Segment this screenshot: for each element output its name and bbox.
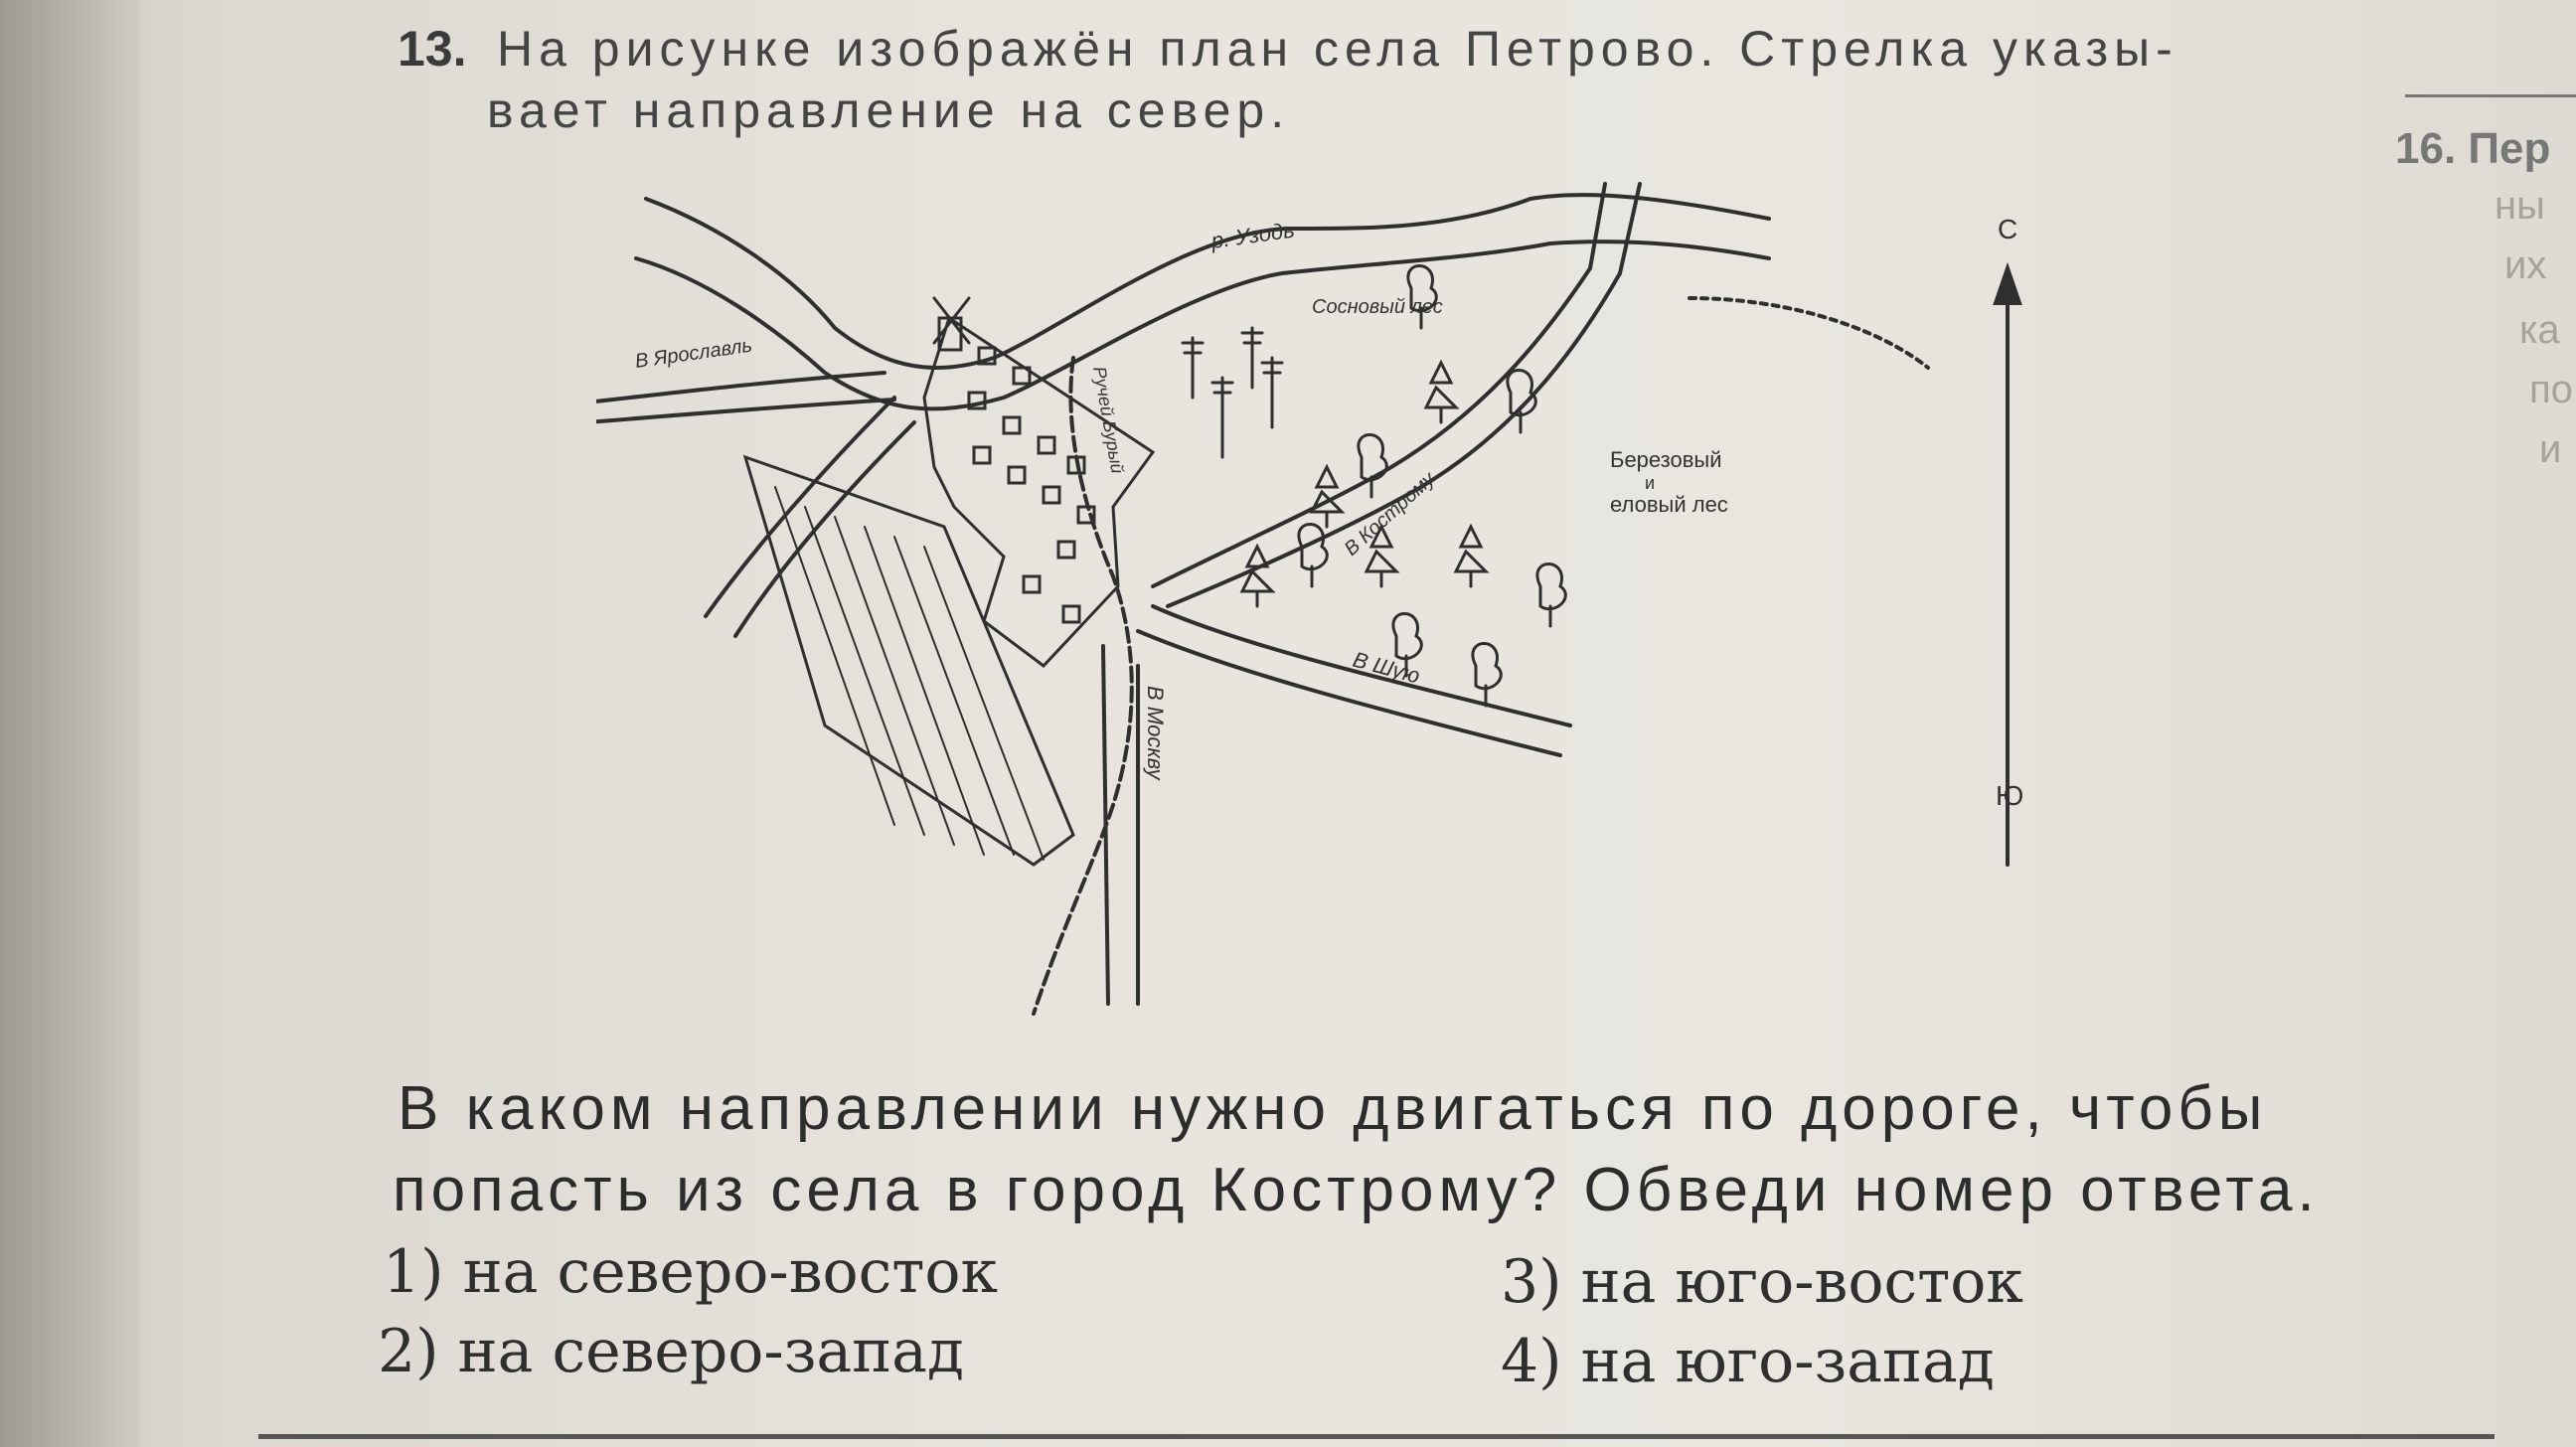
label-north: С bbox=[1998, 214, 2017, 244]
road-southwest bbox=[704, 396, 916, 638]
stream bbox=[1032, 356, 1134, 1016]
north-arrow bbox=[1993, 261, 2022, 867]
village-plan-map: р. Узодь Сосновый лес В Ярославль Ручей … bbox=[584, 169, 2087, 1044]
label-pine-forest: Сосновый лес bbox=[1312, 296, 1443, 318]
next-task-fragment: ка bbox=[2519, 308, 2560, 352]
forest-edge bbox=[1688, 296, 1930, 370]
road-to-shuya bbox=[1136, 604, 1572, 757]
label-birch-forest-2: и bbox=[1645, 473, 1655, 493]
answer-option-4[interactable]: 4) на юго-запад bbox=[1501, 1327, 1995, 1396]
next-task-fragment: по bbox=[2529, 368, 2573, 411]
next-task-fragment: и bbox=[2539, 427, 2562, 471]
next-task-fragment: их bbox=[2504, 243, 2547, 287]
next-task-fragment: ны bbox=[2495, 184, 2545, 228]
label-stream: Ручей Бурый bbox=[1089, 365, 1128, 475]
answer-option-2[interactable]: 2) на северо-запад bbox=[378, 1317, 964, 1386]
page-edge-shadow bbox=[0, 0, 139, 1447]
divider-top-right bbox=[2405, 94, 2576, 97]
task-text-line-1: На рисунке изображён план села Петрово. … bbox=[497, 21, 2178, 77]
birch-tree-icons bbox=[1297, 264, 1567, 708]
windmill-icon bbox=[932, 296, 971, 352]
next-task-number: 16. Пер bbox=[2395, 124, 2551, 173]
houses bbox=[967, 346, 1096, 624]
road-to-yaroslavl bbox=[584, 371, 896, 424]
pine-tree-icons bbox=[1181, 326, 1284, 459]
map-drawing: р. Узодь Сосновый лес В Ярославль Ручей … bbox=[584, 182, 2023, 1016]
label-river: р. Узодь bbox=[1208, 217, 1296, 253]
fir-tree-icons bbox=[1239, 359, 1490, 608]
road-to-kostroma bbox=[1151, 266, 1622, 608]
answer-option-1[interactable]: 1) на северо-восток bbox=[383, 1237, 999, 1307]
label-birch-forest-3: еловый лес bbox=[1610, 492, 1728, 517]
question-line-1: В каком направлении нужно двигаться по д… bbox=[398, 1074, 2268, 1143]
question-line-2: попасть из села в город Кострому? Обведи… bbox=[393, 1156, 2320, 1224]
answer-option-3[interactable]: 3) на юго-восток bbox=[1501, 1247, 2023, 1317]
village-outline bbox=[922, 315, 1156, 669]
label-south: Ю bbox=[1996, 780, 2023, 811]
label-to-shuya: В Шую bbox=[1351, 647, 1423, 689]
river bbox=[634, 193, 1771, 411]
road-to-moscow bbox=[1101, 644, 1140, 1006]
label-to-yaroslavl: В Ярославль bbox=[634, 335, 754, 373]
bridge-north bbox=[1588, 182, 1642, 275]
task-text-line-2: вает направление на север. bbox=[487, 82, 1291, 138]
field bbox=[742, 454, 1075, 867]
label-birch-forest-1: Березовый bbox=[1610, 447, 1722, 472]
divider-bottom bbox=[258, 1434, 2495, 1439]
task-number: 13. bbox=[398, 21, 467, 77]
label-to-moscow: В Москву bbox=[1143, 686, 1168, 781]
